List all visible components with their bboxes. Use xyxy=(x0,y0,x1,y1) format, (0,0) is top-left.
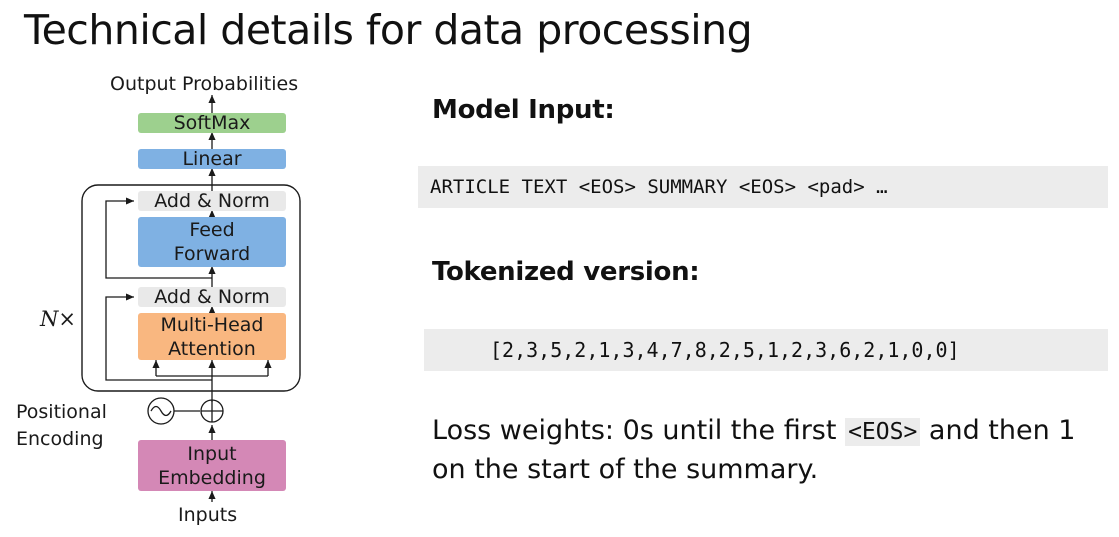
n-times-label: N× xyxy=(40,307,76,331)
loss-weights-text: Loss weights: 0s until the first <EOS> a… xyxy=(432,412,1092,488)
positional-encoding-label-line1: Positional xyxy=(16,401,107,423)
tokenized-heading: Tokenized version: xyxy=(432,257,700,287)
linear-block: Linear xyxy=(138,148,286,170)
transformer-diagram: Output Probabilities SoftMax Linear Add … xyxy=(0,0,400,537)
embedding-label-line1: Input xyxy=(187,442,237,465)
feed-forward-label-line1: Feed xyxy=(189,219,235,241)
loss-text-before: Loss weights: 0s until the first xyxy=(432,415,837,446)
tokenized-text: [2,3,5,2,1,3,4,7,8,2,5,1,2,3,6,2,1,0,0] xyxy=(490,338,960,362)
diagram-connectors xyxy=(81,95,301,502)
model-input-text: ARTICLE TEXT <EOS> SUMMARY <EOS> <pad> … xyxy=(430,176,888,198)
model-input-box: ARTICLE TEXT <EOS> SUMMARY <EOS> <pad> … xyxy=(418,166,1108,208)
model-input-heading: Model Input: xyxy=(432,95,615,125)
inputs-label: Inputs xyxy=(178,504,238,526)
attention-label-line2: Attention xyxy=(168,337,256,360)
softmax-label: SoftMax xyxy=(173,112,251,134)
add-norm-block-bottom: Add & Norm xyxy=(138,286,286,308)
output-probabilities-label: Output Probabilities xyxy=(110,73,299,95)
loss-text-after: and then 1 on the start of the summary. xyxy=(432,415,1076,485)
times-symbol: × xyxy=(58,307,76,331)
embedding-label-line2: Embedding xyxy=(158,466,266,489)
multi-head-attention-block: Multi-Head Attention xyxy=(138,313,286,360)
softmax-block: SoftMax xyxy=(138,112,286,134)
add-norm-label-top: Add & Norm xyxy=(154,190,270,212)
feed-forward-block: Feed Forward xyxy=(138,217,286,267)
positional-encoding-label-line2: Encoding xyxy=(16,428,104,450)
add-norm-label-bottom: Add & Norm xyxy=(154,286,270,308)
n-label: N xyxy=(40,307,59,331)
tokenized-box: [2,3,5,2,1,3,4,7,8,2,5,1,2,3,6,2,1,0,0] xyxy=(424,329,1108,371)
input-embedding-block: Input Embedding xyxy=(138,440,286,491)
attention-label-line1: Multi-Head xyxy=(160,313,264,336)
feed-forward-label-line2: Forward xyxy=(173,243,251,265)
eos-token: <EOS> xyxy=(845,418,921,446)
add-norm-block-top: Add & Norm xyxy=(138,190,286,212)
slide-title: Technical details for data processing xyxy=(24,6,753,54)
linear-label: Linear xyxy=(182,148,242,170)
